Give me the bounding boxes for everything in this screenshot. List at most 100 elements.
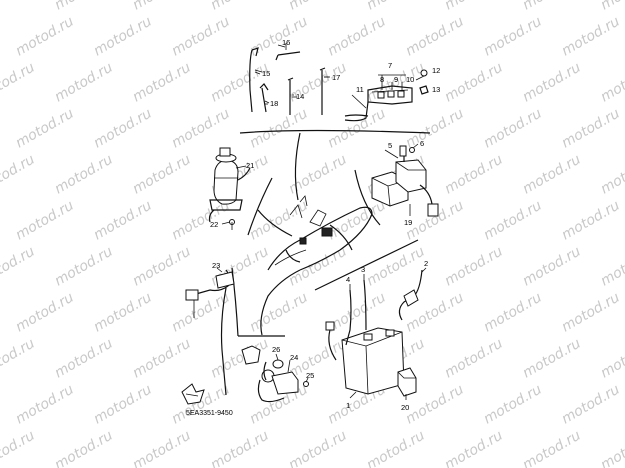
callout-3: 3 <box>361 265 365 274</box>
watermark-text: motod.ru <box>325 13 389 59</box>
callout-25: 25 <box>306 371 314 380</box>
watermark-text: motod.ru <box>52 0 116 13</box>
watermark-text: motod.ru <box>130 151 194 197</box>
watermark-text: motod.ru <box>13 197 77 243</box>
callout-11: 11 <box>356 85 364 94</box>
watermark-text: motod.ru <box>598 0 625 13</box>
motorcycle-frame-sketch <box>260 195 373 336</box>
watermark-text: motod.ru <box>520 243 584 289</box>
watermark-text: motod.ru <box>130 0 194 13</box>
watermark-text: motod.ru <box>13 13 77 59</box>
callout-19: 19 <box>404 218 412 227</box>
callout-labels: 16 15 17 14 18 7 8 9 10 11 12 13 5 6 19 … <box>210 38 440 412</box>
watermark-text: motod.ru <box>442 0 506 13</box>
watermark-text: motod.ru <box>559 197 623 243</box>
watermark-text: motod.ru <box>130 335 194 381</box>
watermark-text: motod.ru <box>598 427 625 468</box>
main-switch-group <box>208 147 251 230</box>
watermark-text: motod.ru <box>520 427 584 468</box>
callout-18: 18 <box>270 99 278 108</box>
watermark-text: motod.ru <box>481 13 545 59</box>
watermark-text: motod.ru <box>403 13 467 59</box>
sensor-lead-group <box>185 269 235 396</box>
watermark-text: motod.ru <box>325 105 389 151</box>
callout-22: 22 <box>210 220 218 229</box>
callout-13: 13 <box>432 85 440 94</box>
callout-8: 8 <box>380 75 384 84</box>
watermark-text: motod.ru <box>520 151 584 197</box>
watermark-text: motod.ru <box>91 381 155 427</box>
watermark-text: motod.ru <box>130 243 194 289</box>
watermark-text: motod.ru <box>13 289 77 335</box>
watermark-text: motod.ru <box>0 243 38 289</box>
watermark-text: motod.ru <box>130 427 194 468</box>
callout-7: 7 <box>388 61 392 70</box>
watermark-text: motod.ru <box>91 13 155 59</box>
watermark-text: motod.ru <box>364 427 428 468</box>
watermark-text: motod.ru <box>169 381 233 427</box>
watermark-text: motod.ru <box>559 381 623 427</box>
battery-group <box>325 269 423 397</box>
watermark-text: motod.ru <box>247 105 311 151</box>
watermark-text: motod.ru <box>0 335 38 381</box>
callout-14: 14 <box>296 92 304 101</box>
callout-12: 12 <box>432 66 440 75</box>
watermark-text: motod.ru <box>559 13 623 59</box>
callout-20: 20 <box>401 403 409 412</box>
callout-5: 5 <box>388 141 392 150</box>
callout-23: 23 <box>212 261 220 270</box>
watermark-text: motod.ru <box>52 151 116 197</box>
callout-leaders <box>216 44 427 400</box>
section-dividers <box>231 129 431 337</box>
watermark-text: motod.ru <box>169 289 233 335</box>
fuse-box-group <box>344 69 429 122</box>
watermark-text: motod.ru <box>247 197 311 243</box>
watermark-text: motod.ru <box>208 59 272 105</box>
watermark-text: motod.ru <box>91 197 155 243</box>
watermark-text: motod.ru <box>403 105 467 151</box>
callout-4: 4 <box>346 275 350 284</box>
watermark-text: motod.ru <box>52 427 116 468</box>
callout-15: 15 <box>262 69 270 78</box>
watermark-text: motod.ru <box>520 335 584 381</box>
watermark-text: motod.ru <box>598 59 625 105</box>
front-arrow-icon <box>181 383 205 405</box>
callout-21: 21 <box>246 161 254 170</box>
watermark-text: motod.ru <box>598 151 625 197</box>
neutral-switch-group <box>241 345 309 403</box>
starter-relay-group <box>371 145 439 217</box>
watermark-text: motod.ru <box>598 243 625 289</box>
watermark-text: motod.ru <box>208 0 272 13</box>
watermark-text: motod.ru <box>364 0 428 13</box>
watermark-text: motod.ru <box>52 243 116 289</box>
watermark-text: motod.ru <box>286 0 350 13</box>
watermark-text: motod.ru <box>559 289 623 335</box>
watermark-text: motod.ru <box>442 151 506 197</box>
callout-1: 1 <box>346 401 350 410</box>
watermark-text: motod.ru <box>247 289 311 335</box>
watermark-text: motod.ru <box>481 197 545 243</box>
watermark-text: motod.ru <box>442 335 506 381</box>
watermark-text: motod.ru <box>91 105 155 151</box>
watermark-text: motod.ru <box>130 59 194 105</box>
watermark-text: motod.ru <box>52 335 116 381</box>
watermark-text: motod.ru <box>0 427 38 468</box>
callout-9: 9 <box>394 75 398 84</box>
watermark-text: motod.ru <box>52 59 116 105</box>
watermark-text: motod.ru <box>520 59 584 105</box>
watermark-text: motod.ru <box>481 289 545 335</box>
watermark-text: motod.ru <box>442 59 506 105</box>
watermark-text: motod.ru <box>169 13 233 59</box>
cable-bands-group <box>249 43 329 115</box>
watermark-text: motod.ru <box>13 381 77 427</box>
watermark-text: motod.ru <box>520 0 584 13</box>
watermark-text: motod.ru <box>481 381 545 427</box>
callout-24: 24 <box>290 353 298 362</box>
watermark-text: motod.ru <box>91 289 155 335</box>
watermark-text: motod.ru <box>598 335 625 381</box>
watermark-text: motod.ru <box>442 243 506 289</box>
watermark-text: motod.ru <box>0 151 38 197</box>
callout-16: 16 <box>282 38 290 47</box>
watermark-text: motod.ru <box>286 427 350 468</box>
